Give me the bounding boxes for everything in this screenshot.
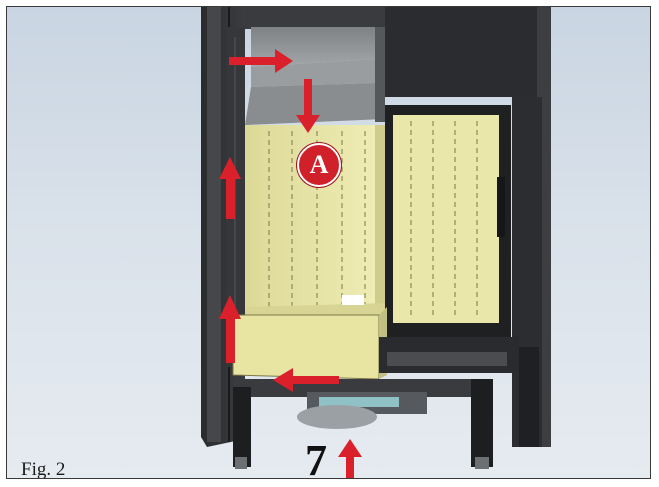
baffle-plates [245, 27, 385, 125]
figure-caption: Fig. 2 [21, 459, 66, 479]
stove-legs [233, 347, 539, 469]
marker-a-badge: A [297, 143, 341, 187]
right-glass-door [385, 105, 511, 337]
marker-a-label: A [309, 150, 329, 179]
figure-frame: A 7 Fig. 2 [6, 6, 651, 479]
arrow-top-intake [229, 49, 293, 73]
front-lip [232, 307, 387, 380]
arrow-down-to-a [296, 79, 320, 133]
stove-diagram [201, 7, 551, 478]
arrow-bottom-left [273, 368, 339, 392]
arrow-side-up-upper [219, 157, 241, 219]
upper-hood [245, 7, 551, 447]
firebox-lining [245, 125, 385, 317]
arrow-bottom-up [338, 439, 362, 478]
arrow-side-up-lower [219, 295, 241, 363]
callout-number: 7 [305, 436, 327, 479]
flow-arrows [219, 49, 362, 478]
